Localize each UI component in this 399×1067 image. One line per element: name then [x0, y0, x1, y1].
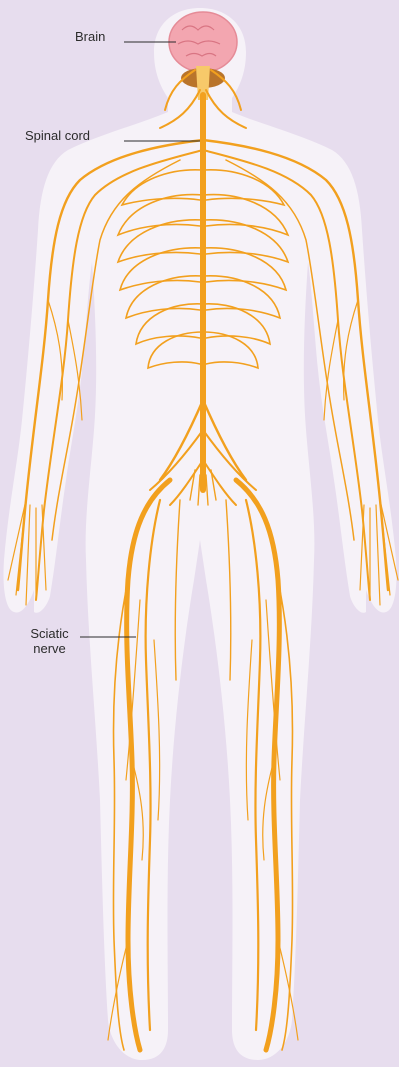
sciatic-label-line1: Sciatic: [22, 626, 77, 641]
brain-label: Brain: [75, 29, 105, 44]
sciatic-label-line2: nerve: [22, 641, 77, 656]
spinal-cord-label: Spinal cord: [25, 128, 90, 143]
sciatic-nerve-label: Sciatic nerve: [22, 626, 77, 656]
